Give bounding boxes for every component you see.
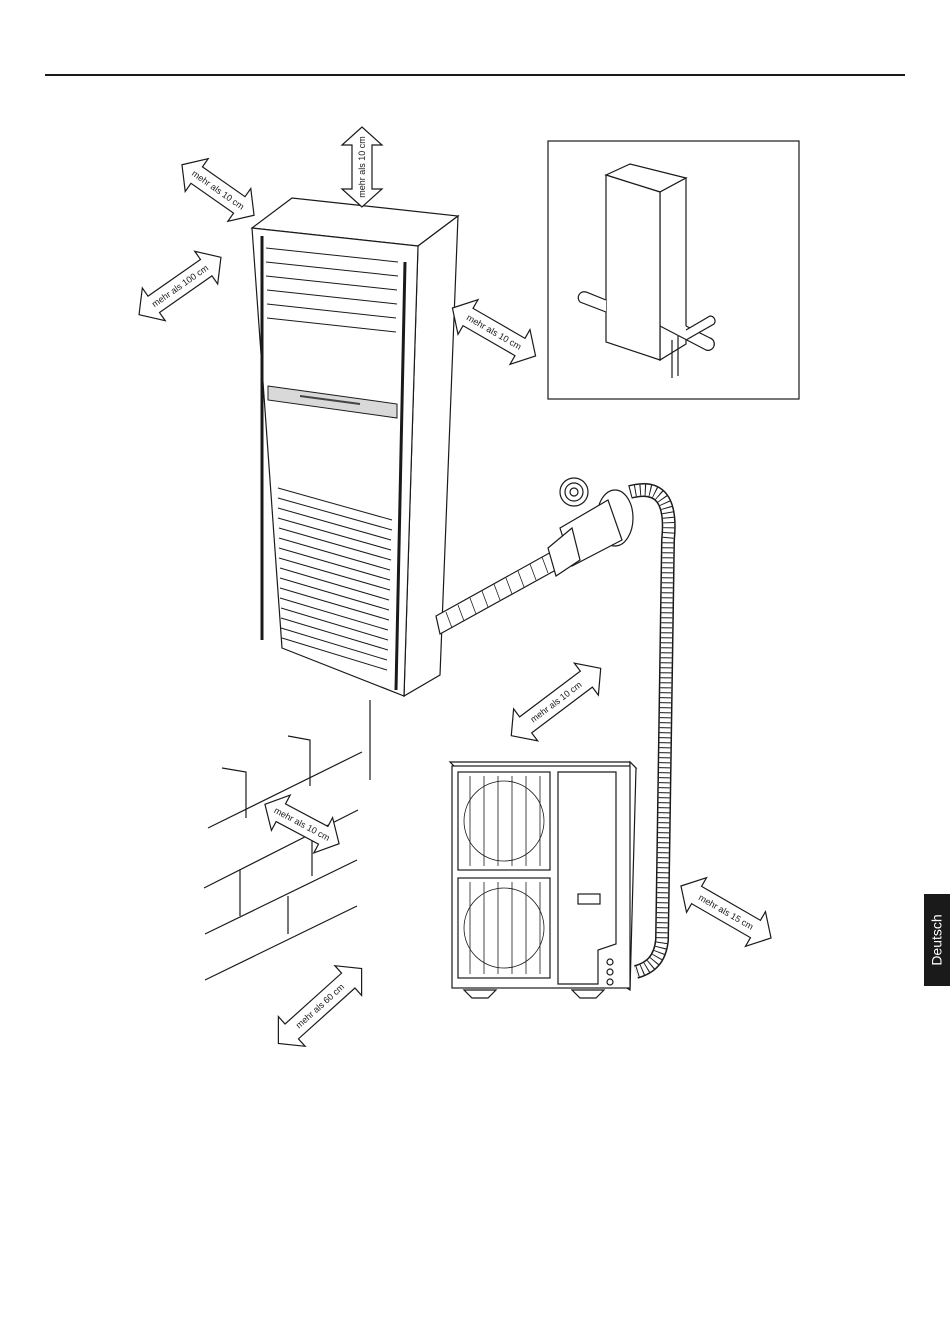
clearance-arrow-indoor-right: mehr als 10 cm (442, 291, 545, 374)
clearance-arrow-indoor-top: mehr als 10 cm (342, 127, 382, 207)
clearance-arrow-outdoor-top: mehr als 10 cm (499, 652, 613, 751)
language-tab-label: Deutsch (929, 914, 945, 965)
indoor-unit-front (252, 228, 418, 696)
svg-text:mehr als 60 cm: mehr als 60 cm (294, 982, 346, 1031)
language-tab: Deutsch (924, 894, 950, 986)
indoor-unit (252, 198, 458, 696)
outdoor-unit (450, 762, 636, 998)
clearance-arrow-indoor-front: mehr als 100 cm (128, 241, 233, 331)
svg-text:mehr als 10 cm: mehr als 10 cm (190, 168, 246, 211)
clearance-arrow-indoor-left-back: mehr als 10 cm (170, 148, 265, 231)
svg-text:mehr als 10 cm: mehr als 10 cm (357, 136, 367, 198)
inset-detail (548, 141, 799, 399)
svg-text:mehr als 100 cm: mehr als 100 cm (150, 263, 210, 309)
clearance-arrow-outdoor-front: mehr als 60 cm (265, 954, 375, 1059)
svg-text:mehr als 10 cm: mehr als 10 cm (528, 679, 583, 724)
clearance-arrow-outdoor-right: mehr als 15 cm (671, 869, 781, 956)
wall (204, 700, 370, 980)
